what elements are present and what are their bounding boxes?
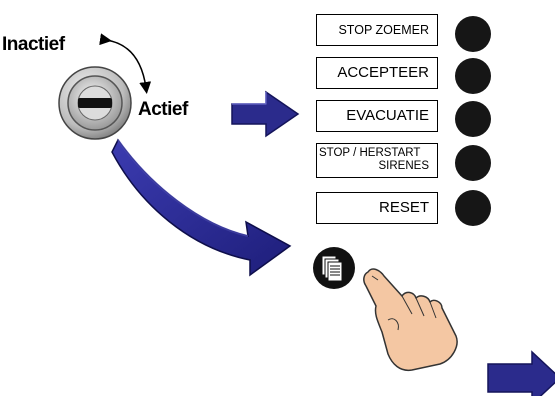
inactive-label: Inactief [2, 34, 65, 55]
stop-zoemer-label: STOP ZOEMER [338, 23, 429, 37]
reset-led [455, 190, 491, 226]
reset-button[interactable]: RESET [316, 192, 438, 224]
stop-herstart-sirenes-button[interactable]: STOP / HERSTART SIRENES [316, 143, 438, 178]
evacuatie-label: EVACUATIE [346, 107, 429, 124]
document-icon[interactable] [313, 247, 355, 289]
pointing-hand-icon [363, 268, 458, 372]
right-arrow-icon [231, 90, 300, 138]
rotation-arrow-icon [99, 33, 152, 94]
curved-arrow-icon [111, 138, 292, 277]
key-switch-icon[interactable] [58, 66, 132, 140]
active-label: Actief [138, 99, 188, 120]
stop-herstart-sirenes-led [455, 145, 491, 181]
accepteer-label: ACCEPTEER [337, 64, 429, 81]
next-arrow-icon[interactable] [487, 350, 555, 396]
sirenes-label: SIRENES [378, 160, 430, 172]
reset-label: RESET [378, 199, 429, 216]
evacuatie-button[interactable]: EVACUATIE [316, 100, 438, 132]
stop-herstart-label: STOP / HERSTART [319, 147, 421, 159]
accepteer-led [455, 58, 491, 94]
evacuatie-led [455, 101, 491, 137]
accepteer-button[interactable]: ACCEPTEER [316, 57, 438, 89]
stop-zoemer-led [455, 16, 491, 52]
stop-zoemer-button[interactable]: STOP ZOEMER [316, 14, 438, 46]
